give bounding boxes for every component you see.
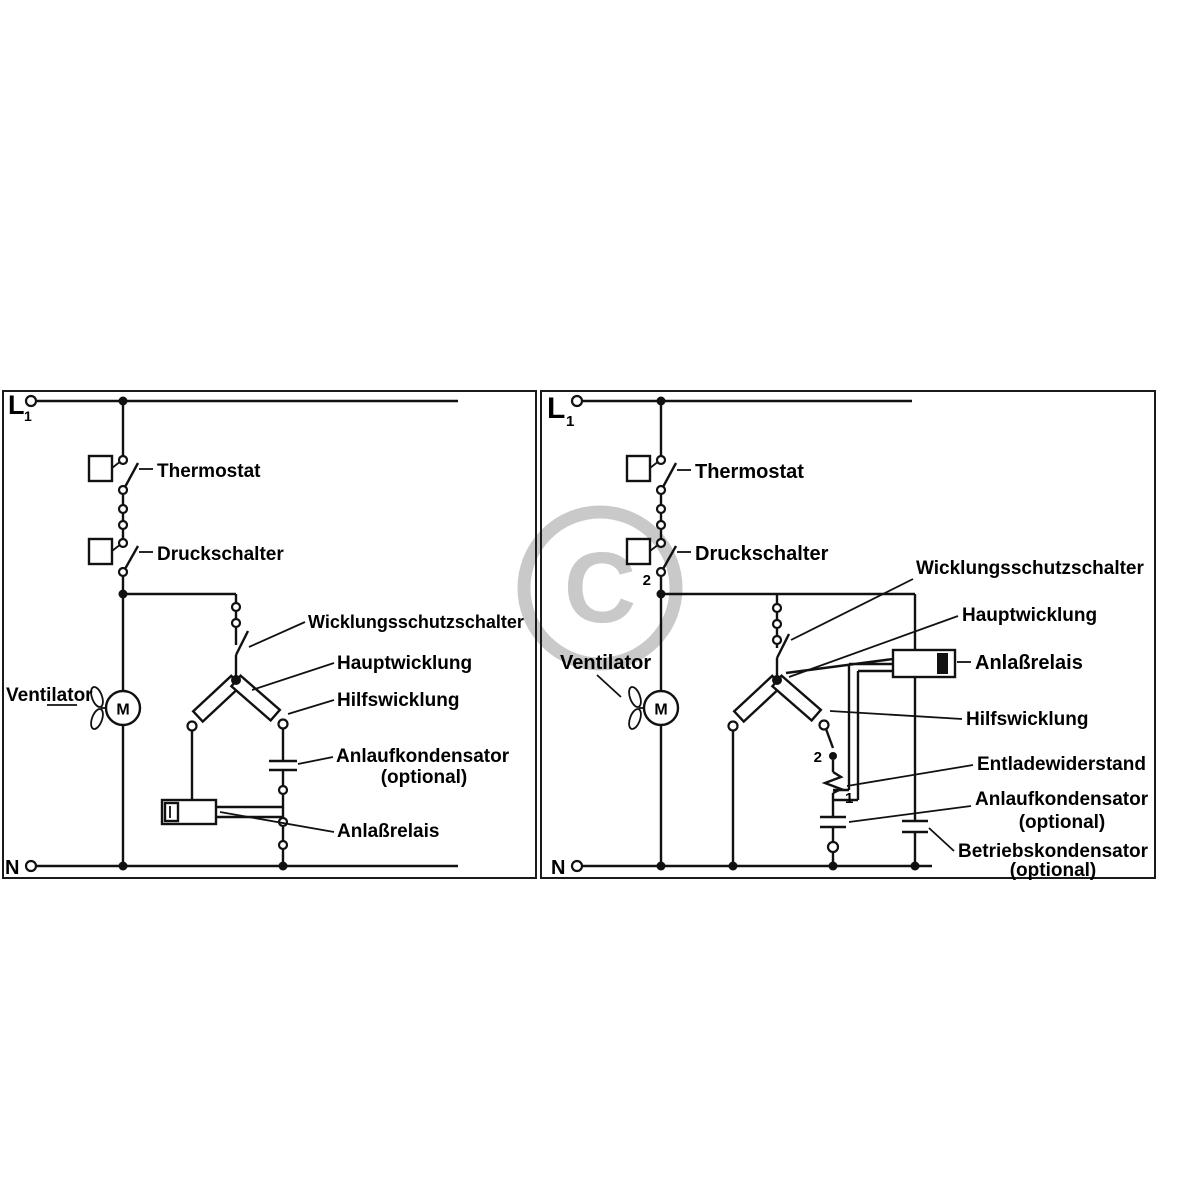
right-l1-label: L: [547, 392, 565, 425]
left-ventilator-label: Ventilator: [6, 685, 93, 706]
right-druckschalter-label: Druckschalter: [695, 543, 829, 565]
left-hilfswicklung-label: Hilfswicklung: [337, 690, 459, 711]
left-l1-terminal: L 1: [8, 390, 38, 424]
left-anlaufkondensator-optional-label: (optional): [381, 767, 468, 788]
right-hauptwicklung-label: Hauptwicklung: [962, 605, 1097, 626]
right-anlassrelais-label: Anlaßrelais: [975, 652, 1083, 674]
right-anlaufkondensator-optional-label: (optional): [1019, 812, 1106, 833]
right-terminal-2-number: 2: [814, 749, 822, 766]
left-hauptwicklung-winding: [186, 674, 243, 732]
left-panel: M L 1 N Thermostat Druckschalter: [2, 390, 537, 879]
druckschalter-box: [87, 537, 114, 566]
left-motor-symbol: M: [104, 689, 142, 727]
right-contact-chain: [655, 503, 667, 531]
left-druckschalter-label: Druckschalter: [157, 544, 284, 565]
thermostat-bulb: [87, 454, 114, 483]
thermostat-bulb: [625, 454, 652, 483]
copyright-letter: C: [564, 532, 636, 644]
right-anlaufkondensator-label: Anlaufkondensator: [975, 789, 1149, 810]
right-panel-border: [540, 390, 1156, 879]
left-junction-dots: [118, 396, 288, 871]
left-druckschalter-symbol: [87, 537, 153, 578]
copyright-watermark: C: [517, 505, 683, 671]
left-anlassrelais-box: [160, 798, 218, 826]
right-druckschalter-symbol: 2: [625, 537, 691, 589]
left-panel-border: [2, 390, 537, 879]
left-motor-letter: M: [116, 702, 129, 719]
right-anlassrelais-box: [891, 648, 971, 679]
left-contact-chain: [117, 503, 129, 531]
right-fan-icon: [628, 686, 644, 730]
left-anlaufkondensator-label: Anlaufkondensator: [336, 746, 510, 767]
left-fan-icon: [90, 686, 106, 730]
right-betriebskondensator-optional-label: (optional): [1010, 860, 1097, 881]
right-n-terminal: N: [551, 857, 584, 879]
right-hilfswicklung-winding: [770, 674, 830, 731]
right-motor-symbol: M: [642, 689, 680, 727]
right-hauptwicklung-winding: [727, 674, 784, 732]
left-thermostat-symbol: [87, 454, 153, 496]
right-hilfswicklung-label: Hilfswicklung: [966, 709, 1088, 730]
right-druckschalter-terminal-number: 2: [643, 572, 651, 589]
right-thermostat-label: Thermostat: [695, 461, 804, 483]
right-labels: Thermostat Druckschalter Wicklungsschutz…: [560, 461, 1149, 881]
right-betriebskondensator-label: Betriebskondensator: [958, 841, 1149, 862]
left-n-label: N: [5, 857, 19, 879]
left-wicklungsschutzschalter-label: Wicklungsschutzschalter: [308, 612, 524, 632]
right-terminal-1-number: 1: [845, 790, 853, 807]
left-hilfswicklung-winding: [229, 674, 289, 730]
copyright-circle: [517, 505, 683, 671]
right-l1-terminal: L 1: [547, 392, 584, 430]
left-l1-sub: 1: [24, 408, 32, 424]
right-panel: 2: [540, 390, 1156, 881]
right-entladewiderstand-label: Entladewiderstand: [977, 754, 1146, 775]
right-n-label: N: [551, 857, 565, 879]
right-l1-sub: 1: [566, 413, 574, 430]
left-wicklungsschutzschalter-symbol: [230, 601, 250, 656]
left-labels: Thermostat Druckschalter Wicklungsschutz…: [6, 461, 524, 842]
right-ventilator-label: Ventilator: [560, 652, 651, 674]
druckschalter-box: [625, 537, 652, 566]
left-hauptwicklung-label: Hauptwicklung: [337, 653, 472, 674]
right-anlaufkondensator-symbol: [820, 815, 846, 854]
right-junction-dots: [656, 396, 920, 871]
right-thermostat-symbol: [625, 454, 691, 496]
right-entladewiderstand-symbol: [821, 770, 844, 795]
right-wicklungsschutzschalter-symbol: [771, 602, 791, 659]
right-wicklungsschutzschalter-label: Wicklungsschutzschalter: [916, 558, 1144, 579]
left-anlassrelais-label: Anlaßrelais: [337, 821, 439, 842]
left-n-terminal: N: [5, 857, 38, 879]
left-l1-label: L: [8, 390, 25, 420]
right-betriebskondensator-symbol: [902, 819, 928, 834]
right-wires: [582, 399, 932, 868]
left-thermostat-label: Thermostat: [157, 461, 261, 482]
right-motor-letter: M: [654, 702, 667, 719]
